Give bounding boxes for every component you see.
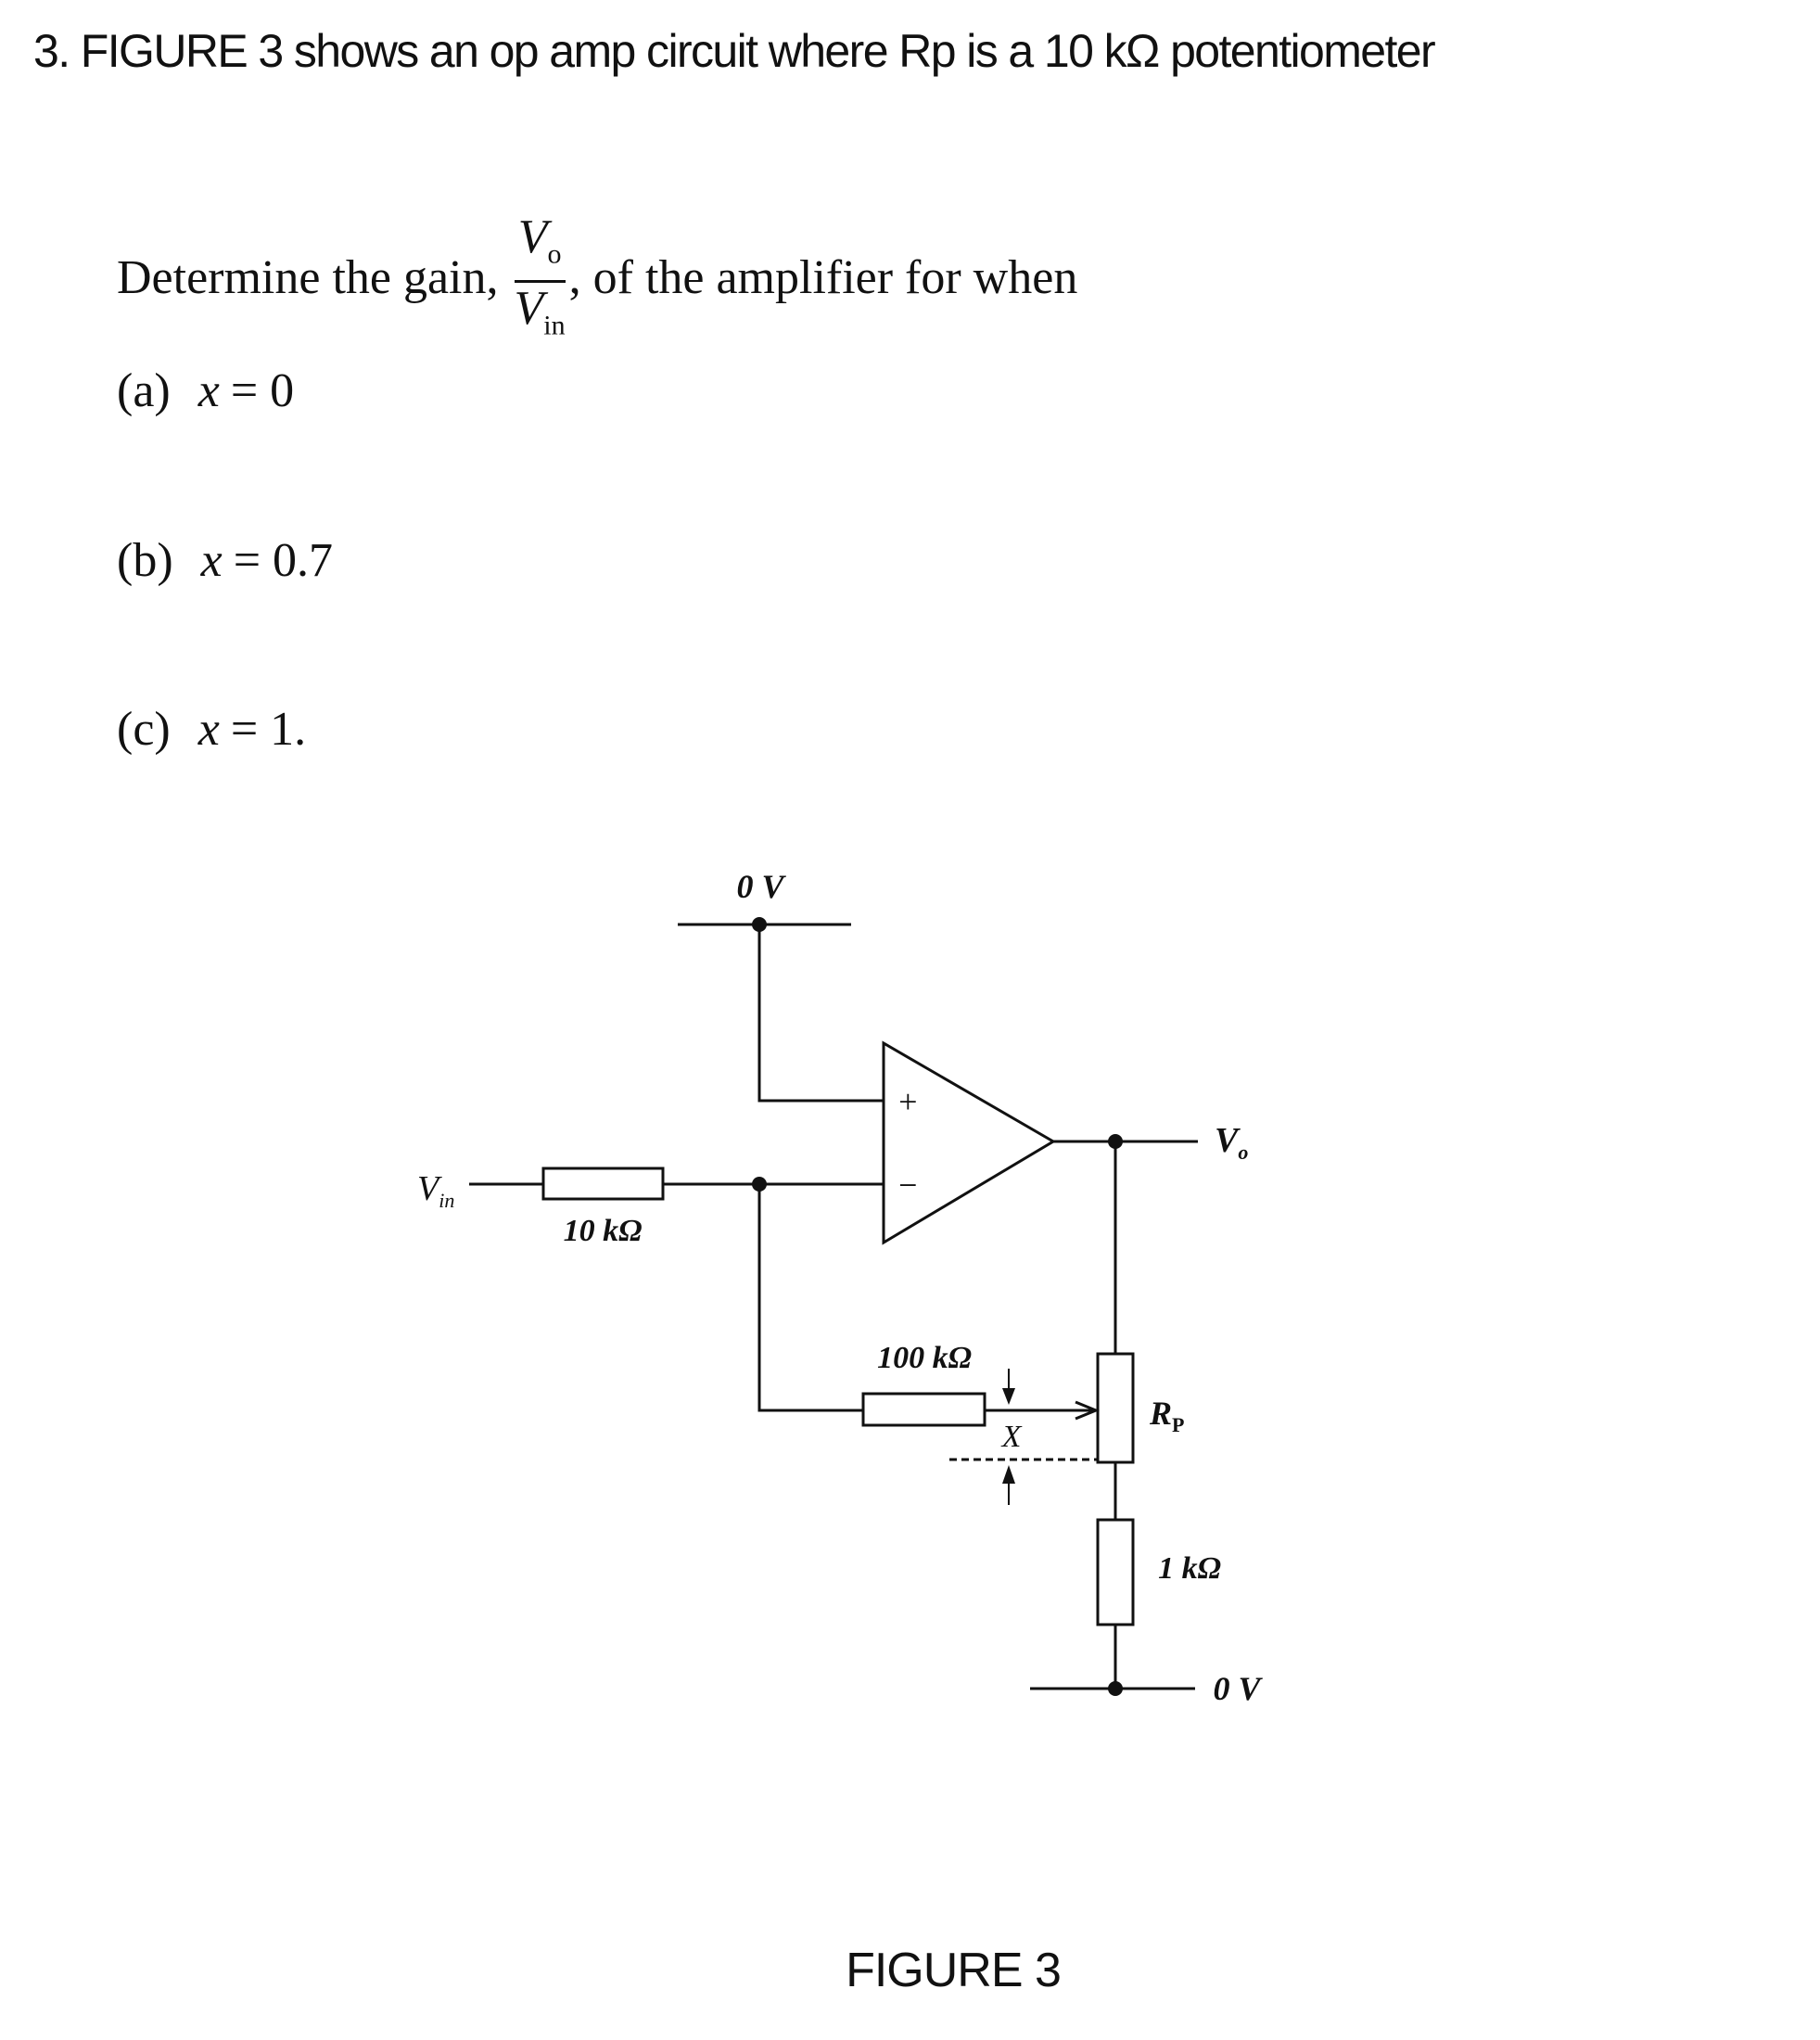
part-variable: x [197,703,220,756]
resistor-10k [541,1167,665,1201]
junction-dot [1108,1134,1123,1149]
vin-label: Vin [417,1169,454,1212]
r-ground-label: 1 kΩ [1158,1551,1221,1586]
figure-caption: FIGURE 3 [846,1944,1062,1997]
part-label: (c) [117,703,171,756]
fraction-numerator: V [517,210,548,263]
r-fb-label: 100 kΩ [877,1341,972,1375]
part-value: = 1. [230,703,307,756]
x-label: X [1000,1420,1023,1454]
question-prompt: Determine the gain, Vo Vin , of the ampl… [117,211,1077,352]
r-in-label: 10 kΩ [564,1214,643,1248]
resistor-1k [1096,1518,1135,1626]
potentiometer-rp [1096,1352,1135,1464]
arrow-down-icon [1002,1388,1015,1405]
rp-label: RP [1149,1395,1184,1436]
junction-dot [1108,1681,1123,1696]
top-rail-label: 0 V [736,868,786,905]
op-amp [882,1040,1056,1245]
part-b: (b) x= 0.7 [117,533,333,588]
part-c: (c) x= 1. [117,702,306,757]
part-variable: x [200,534,223,587]
part-a: (a) x= 0 [117,363,294,418]
junction-dot [752,1177,767,1192]
wire-noninverting [757,924,884,1103]
plus-sign: + [897,1083,919,1120]
bottom-rail-label: 0 V [1213,1670,1263,1707]
prompt-before: Determine the gain, [117,250,499,304]
part-value: = 0 [230,364,295,417]
fraction-numerator-sub: o [547,238,562,270]
resistor-100k [861,1392,986,1427]
vo-label: Vo [1215,1121,1248,1164]
question-title: 3. FIGURE 3 shows an op amp circuit wher… [33,25,1436,77]
wiper-arrow-icon [1075,1400,1100,1421]
part-label: (b) [117,534,173,587]
minus-sign: − [897,1167,919,1204]
junction-dot [752,917,767,932]
part-value: = 0.7 [233,534,334,587]
part-label: (a) [117,364,171,417]
part-variable: x [197,364,220,417]
wire-feedback [757,1184,863,1412]
gain-fraction: Vo Vin [514,210,566,352]
arrow-up-icon [1002,1465,1015,1484]
fraction-denominator-sub: in [543,310,566,341]
fraction-denominator: V [514,282,544,336]
prompt-after: , of the amplifier for when [568,250,1078,304]
